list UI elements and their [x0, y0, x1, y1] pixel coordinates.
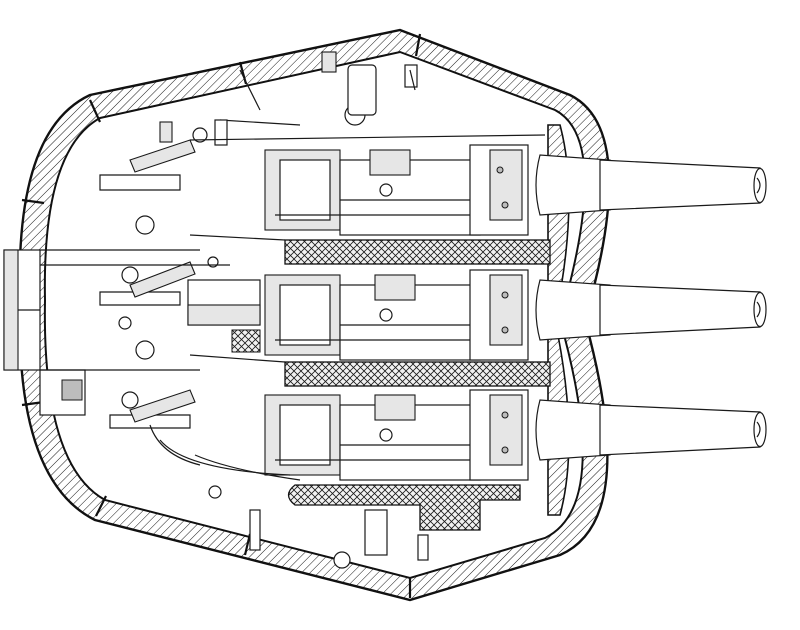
- loading-tray: [187, 279, 261, 353]
- rammer-middle: [99, 256, 219, 306]
- gun-barrel-middle: [535, 279, 767, 341]
- cradle-girder-3: [287, 484, 521, 531]
- small-fittings: [118, 51, 429, 569]
- cradle-girder-1: [284, 239, 551, 265]
- cradle-girder-2: [284, 361, 551, 387]
- rear-hatch: [3, 249, 41, 371]
- compartment-lines: [149, 134, 546, 481]
- gun-barrel-upper: [535, 154, 767, 216]
- rammer-lower: [109, 389, 196, 429]
- breech-mechanism-lower: [264, 389, 529, 481]
- lever-assembly-left: [39, 249, 230, 416]
- rammer-upper: [99, 119, 301, 191]
- gun-barrel-lower: [535, 399, 767, 461]
- breech-mechanism-middle: [264, 269, 529, 361]
- breech-mechanism-upper: [264, 144, 529, 236]
